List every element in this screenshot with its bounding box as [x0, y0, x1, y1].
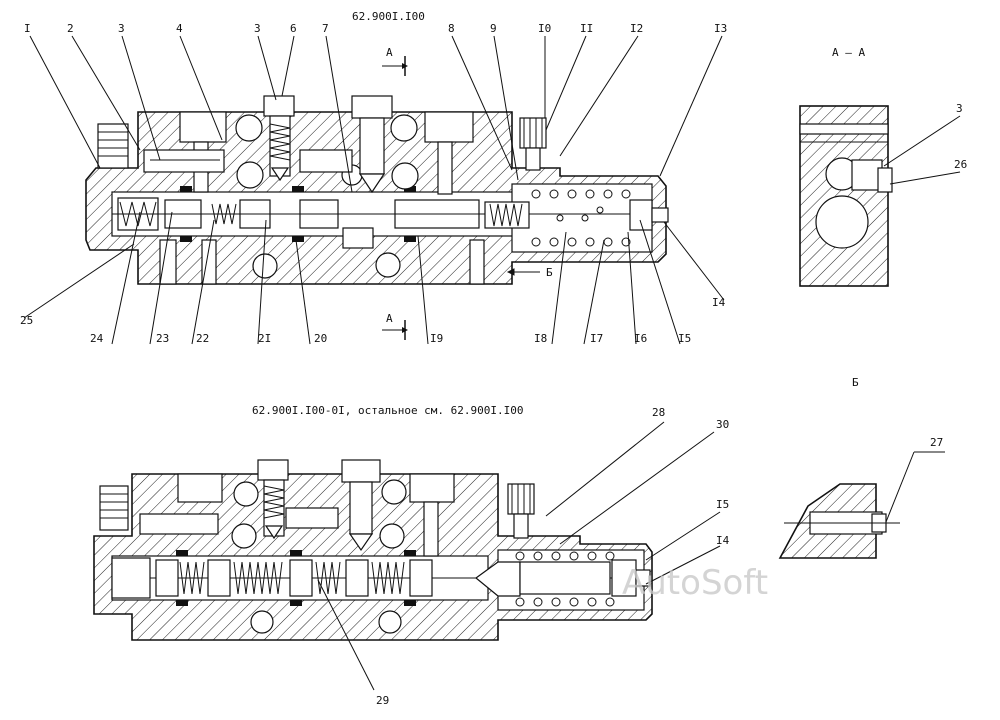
callout-label: I4: [716, 534, 730, 547]
callout-label: 22: [196, 332, 209, 345]
section-aa-title: А – А: [832, 46, 865, 59]
check-valve-variant: [257, 459, 289, 540]
callout-label: 25: [20, 314, 33, 327]
adjust-knob: [519, 117, 547, 171]
callout-label: I7: [590, 332, 603, 345]
callout-label: I8: [534, 332, 547, 345]
top-view-title: 62.900I.I00: [352, 10, 425, 23]
section-mark-label-bottom: А: [386, 312, 393, 325]
callout-label: 29: [376, 694, 389, 707]
callout-label: 8: [448, 22, 455, 35]
top-leaders: [29, 35, 723, 193]
annular-grooves-variant: [176, 550, 416, 606]
callout-label: 30: [716, 418, 729, 431]
left-plug-variant: [99, 485, 219, 599]
callout-label: I3: [714, 22, 727, 35]
view-b-title: Б: [852, 376, 859, 389]
cylinder-cores: [159, 227, 485, 285]
relief-spring: [484, 189, 669, 247]
watermark: AutoSoft: [622, 563, 768, 603]
callout-label: 3: [118, 22, 125, 35]
section-mark-bottom: А: [382, 312, 408, 340]
callout-label: 26: [954, 158, 967, 171]
top-callout-labels: I 2 3 4 3 6 7 8 9 I0 II I2 I3: [24, 22, 727, 35]
callout-label: I9: [430, 332, 443, 345]
plunger: [351, 95, 393, 194]
upper-ports: [179, 111, 474, 195]
plunger-variant: [341, 459, 381, 552]
relief-spring-variant: [515, 551, 651, 607]
bottom-view-title: 62.900I.I00-0I, остальное см. 62.900I.I0…: [252, 404, 524, 417]
callout-label: I6: [634, 332, 647, 345]
bottom-assembly-view: 62.900I.I00-0I, остальное см. 62.900I.I0…: [93, 404, 730, 707]
view-b: Б 27: [778, 376, 945, 559]
callout-label: I2: [630, 22, 643, 35]
callout-label: 2I: [258, 332, 271, 345]
left-springs: [119, 201, 237, 227]
callout-label: 4: [176, 22, 183, 35]
callout-label: 27: [930, 436, 943, 449]
bottom-callout-labels: 25 24 23 22 2I 20 I9 I8 I7 I6 I5 I4: [20, 296, 726, 345]
top-assembly-view: 62.900I.I00 А А: [20, 10, 727, 345]
callout-label: 24: [90, 332, 104, 345]
callout-label: 9: [490, 22, 497, 35]
callout-label: 2: [67, 22, 74, 35]
callout-label: 7: [322, 22, 329, 35]
callout-label: 3: [254, 22, 261, 35]
callout-label: 6: [290, 22, 297, 35]
callout-label: 23: [156, 332, 169, 345]
section-mark-label-top: А: [386, 46, 393, 59]
callout-label: 20: [314, 332, 327, 345]
variant-leaders: [317, 421, 721, 691]
callout-label: 3: [956, 102, 963, 115]
callout-label: I0: [538, 22, 551, 35]
adjust-knob-variant: [507, 483, 535, 539]
upper-ports-variant: [177, 473, 455, 634]
left-plug: [97, 123, 225, 173]
callout-label: I5: [678, 332, 691, 345]
callout-label: I4: [712, 296, 726, 309]
callout-label: I: [24, 22, 31, 35]
annular-grooves: [180, 186, 416, 242]
check-valve: [263, 95, 295, 182]
callout-label: II: [580, 22, 593, 35]
spool-variant: [150, 559, 640, 597]
ports-circles: [235, 114, 419, 279]
callout-label: I5: [716, 498, 729, 511]
section-aa-view: А – А 3 26: [799, 46, 967, 287]
spool: [112, 197, 660, 231]
bottom-leaders: [23, 211, 725, 345]
variant-callout-labels: 28 30 I5 I4 29: [376, 406, 730, 707]
callout-label: 28: [652, 406, 665, 419]
view-b-arrow-label: Б: [546, 266, 553, 279]
section-mark-top: А: [382, 46, 408, 76]
